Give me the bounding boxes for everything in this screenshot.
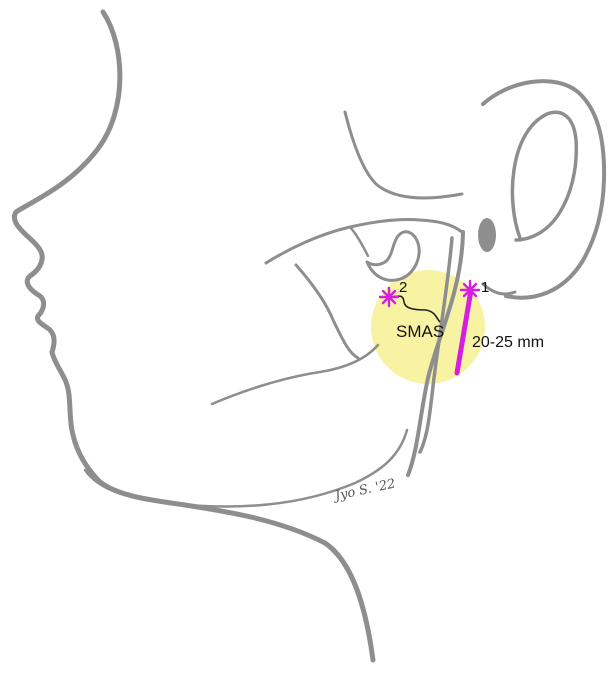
tragus-shape bbox=[478, 218, 496, 252]
point-2-marker bbox=[380, 288, 398, 306]
zygomatic-arch-outline bbox=[266, 219, 462, 263]
smas-label: SMAS bbox=[396, 322, 444, 341]
distance-label: 20-25 mm bbox=[472, 334, 544, 351]
condyle-outline bbox=[296, 265, 358, 358]
point-2-label: 2 bbox=[399, 279, 407, 296]
point-1-marker bbox=[461, 281, 479, 299]
point-1-label: 1 bbox=[481, 279, 489, 296]
zygomatic-inner-line bbox=[350, 227, 368, 256]
artist-signature: Jyo S. '22 bbox=[331, 476, 397, 504]
temple-curve-outline bbox=[345, 112, 462, 198]
ear-antihelix-outline bbox=[512, 112, 576, 240]
ear-helix-outline bbox=[483, 81, 604, 298]
condyle-head-outline bbox=[367, 232, 419, 280]
face-profile-outline bbox=[14, 12, 373, 660]
